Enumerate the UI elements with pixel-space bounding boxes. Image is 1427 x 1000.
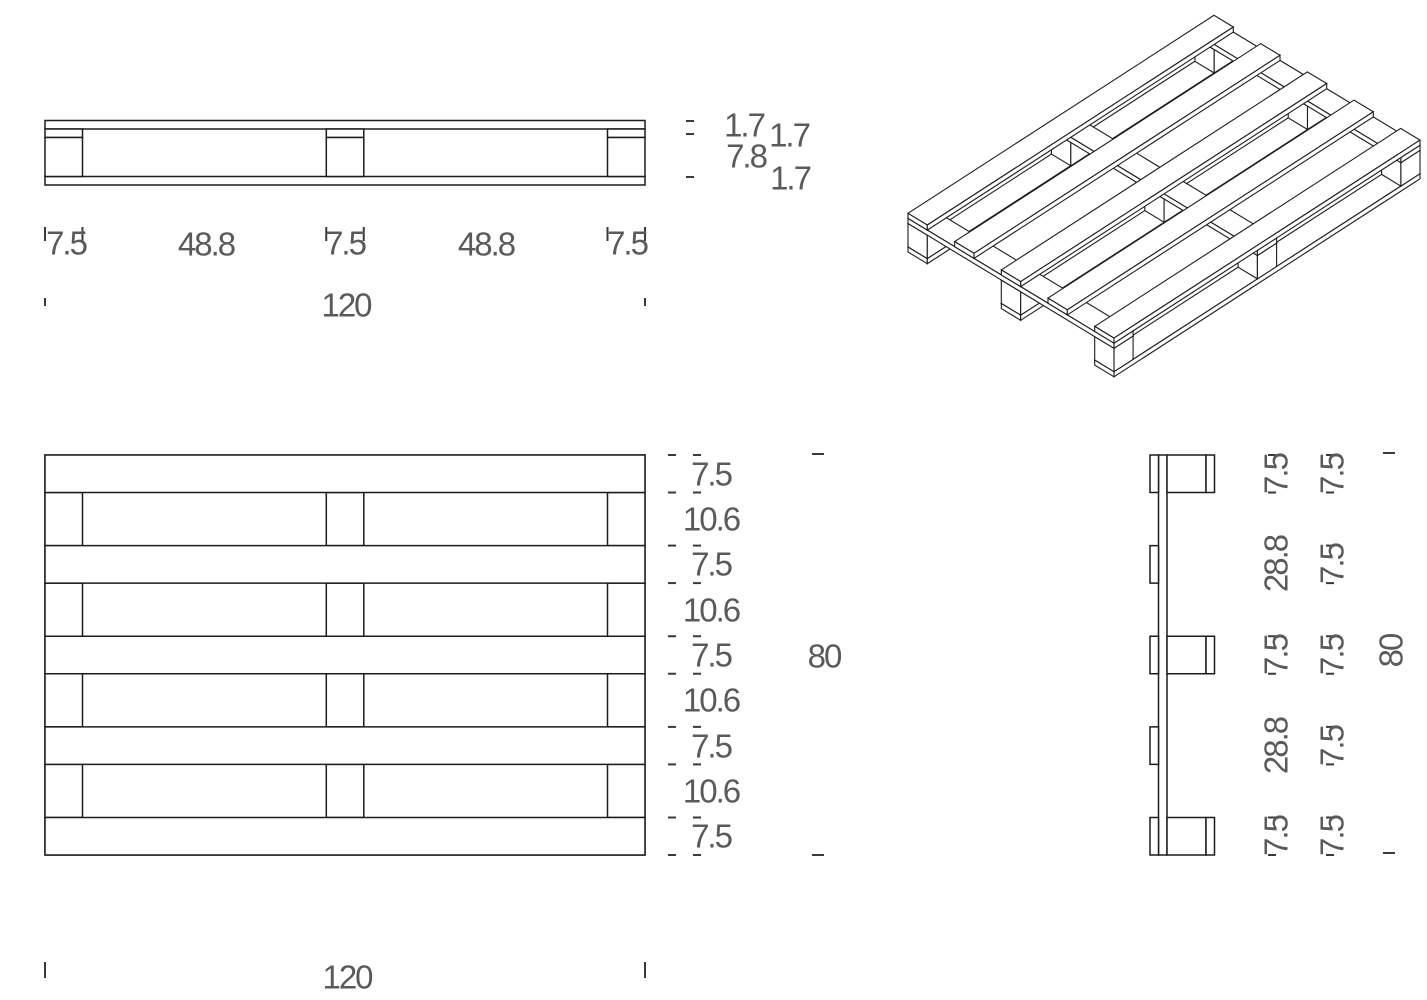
block-face: [1166, 635, 1207, 675]
deck-board-section: [1149, 454, 1160, 494]
cross-board-under: [606, 673, 646, 728]
dim-side-block-2: 7.5: [1257, 635, 1295, 675]
deck-board: [44, 454, 646, 494]
cross-board-under: [44, 491, 84, 547]
front-elevation-view: [44, 119, 646, 186]
cross-board-section: [606, 128, 646, 139]
dim-front-height-2: 7.8: [726, 137, 768, 175]
dim-front-height-3: 1.7: [770, 159, 812, 197]
deck-boards-edge: [44, 119, 646, 130]
deck-board: [44, 544, 646, 584]
cross-board-under: [44, 673, 84, 728]
dim-side-block-1: 28.8: [1257, 535, 1295, 593]
dim-side-block-3: 28.8: [1257, 717, 1295, 775]
block-face: [325, 136, 365, 178]
cross-board-under: [606, 491, 646, 547]
block-face: [606, 136, 646, 178]
cross-board-under: [606, 763, 646, 819]
deck-board-section: [1149, 635, 1160, 675]
top-plan-view: [44, 454, 646, 856]
dim-side-board-2: 7.5: [1313, 635, 1351, 675]
dim-front-segment-3: 48.8: [457, 225, 516, 263]
dim-side-board-4: 7.5: [1313, 816, 1351, 856]
dim-plan-band-6: 7.5: [691, 727, 733, 765]
dim-front-overall-width: 120: [321, 286, 372, 324]
isometric-pallet-view: [906, 14, 1422, 378]
dim-side-board-3: 7.5: [1313, 726, 1351, 766]
pallet-face-side: [1066, 110, 1374, 316]
pallet-face-side: [1113, 139, 1421, 345]
bottom-board-edge: [44, 175, 646, 186]
cross-board-section: [44, 128, 84, 139]
dim-plan-band-3: 10.6: [682, 591, 741, 629]
cross-board-under: [325, 763, 365, 819]
dim-plan-band-5: 10.6: [682, 681, 741, 719]
pallet-face-side: [926, 25, 1234, 232]
dim-side-overall-depth: 80: [1372, 634, 1410, 668]
deck-board: [44, 635, 646, 675]
deck-board-section: [1149, 544, 1160, 584]
dim-side-board-0: 7.5: [1313, 454, 1351, 494]
dim-plan-band-2: 7.5: [691, 545, 733, 583]
cross-board-under: [44, 763, 84, 819]
dim-plan-overall-width: 120: [322, 958, 373, 996]
bottom-board-section: [1205, 635, 1216, 675]
pallet-face-side: [1020, 82, 1328, 288]
dim-plan-band-0: 7.5: [691, 455, 733, 493]
block-face: [1166, 816, 1207, 856]
dim-plan-band-1: 10.6: [682, 500, 741, 538]
dim-front-segment-1: 48.8: [177, 225, 236, 263]
cross-board-under: [44, 582, 84, 638]
deck-board-section: [1149, 816, 1160, 856]
bottom-board-section: [1205, 454, 1216, 494]
dim-front-segment-0: 7.5: [46, 224, 88, 262]
dim-front-height-0: 1.7: [724, 106, 766, 144]
cross-board-under: [606, 582, 646, 638]
cross-board-under: [325, 673, 365, 728]
dim-plan-band-4: 7.5: [691, 636, 733, 674]
side-elevation-view: [1149, 454, 1216, 856]
deck-board: [44, 726, 646, 766]
dim-plan-band-7: 10.6: [682, 772, 741, 810]
cross-board-under: [325, 491, 365, 547]
pallet-face-side: [973, 54, 1281, 260]
deck-board: [44, 816, 646, 856]
cross-board-under: [325, 582, 365, 638]
dimension-ticks: [44, 120, 1395, 978]
pallet-face-side: [1113, 172, 1421, 378]
cross-board-edge: [1157, 454, 1168, 856]
dim-side-block-4: 7.5: [1257, 816, 1295, 856]
block-face: [44, 136, 84, 178]
dim-side-block-0: 7.5: [1257, 454, 1295, 494]
dim-plan-overall-depth: 80: [807, 637, 843, 675]
cross-board-section: [325, 128, 365, 139]
block-face: [1166, 454, 1207, 494]
dim-side-board-1: 7.5: [1313, 544, 1351, 584]
dim-front-segment-4: 7.5: [607, 224, 649, 262]
dim-front-segment-2: 7.5: [325, 224, 367, 262]
dim-front-height-1: 1.7: [769, 116, 811, 154]
deck-board-section: [1149, 726, 1160, 766]
dim-plan-band-8: 7.5: [691, 817, 733, 855]
bottom-board-section: [1205, 816, 1216, 856]
